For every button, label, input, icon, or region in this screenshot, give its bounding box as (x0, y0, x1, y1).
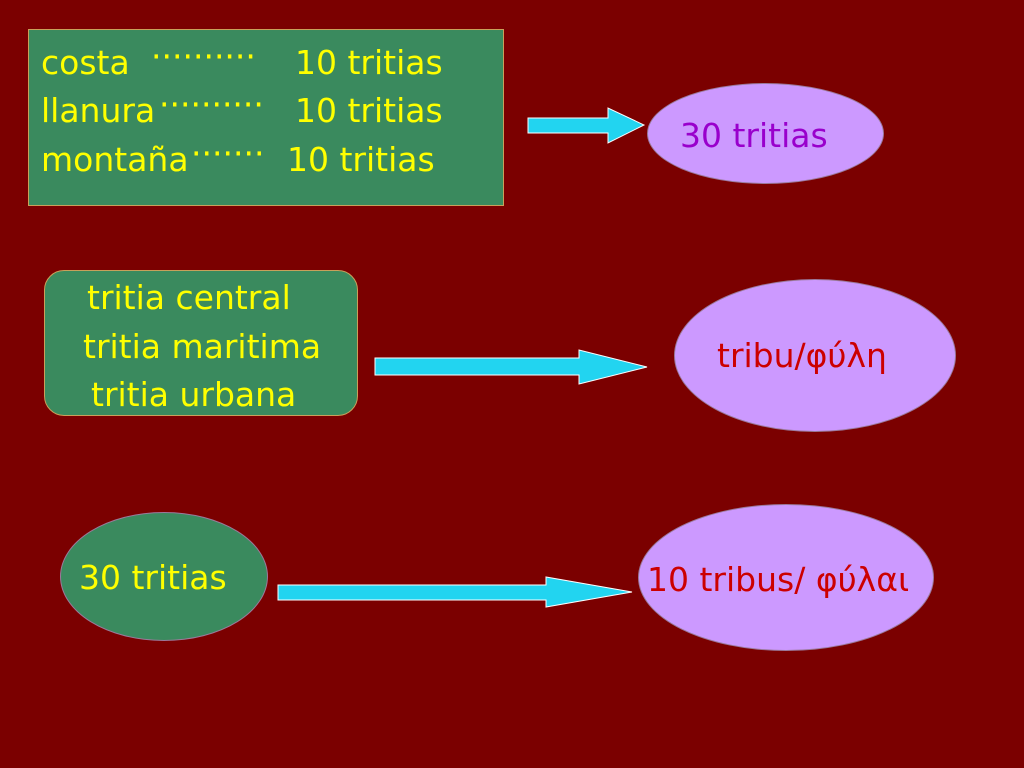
arrow-shape (527, 107, 646, 144)
ellipse-30-tritias: 30 tritias (647, 83, 884, 184)
arrow-regions-to-tritias (527, 107, 646, 144)
regions-box: costa ·········· 10 tritias llanura ····… (28, 29, 504, 206)
ellipse-10-tribus: 10 tribus/ φύλαι (638, 504, 934, 651)
region-name: costa (41, 43, 130, 82)
arrow-tritias-to-tribus (277, 576, 633, 608)
region-count: 10 tritias (287, 140, 435, 179)
arrow-shape (374, 349, 648, 385)
region-dots: ·········· (159, 85, 264, 124)
arrow-shape (277, 576, 633, 608)
ellipse-label: 30 tritias (79, 558, 227, 597)
ellipse-30-tritias-green: 30 tritias (60, 512, 268, 641)
region-dots: ·········· (151, 37, 256, 76)
tritia-type: tritia maritima (83, 327, 322, 366)
region-dots: ······· (191, 134, 265, 173)
region-count: 10 tritias (295, 43, 443, 82)
ellipse-label: 10 tribus/ φύλαι (647, 560, 910, 599)
ellipse-label: 30 tritias (680, 116, 828, 155)
tritia-type: tritia central (87, 278, 291, 317)
ellipse-label: tribu/φύλη (717, 336, 887, 375)
ellipse-tribu: tribu/φύλη (674, 279, 956, 432)
region-name: llanura (41, 91, 156, 130)
region-name: montaña (41, 140, 189, 179)
tritia-types-box: tritia central tritia maritima tritia ur… (44, 270, 358, 416)
region-count: 10 tritias (295, 91, 443, 130)
tritia-type: tritia urbana (91, 375, 297, 414)
arrow-tritias-to-tribu (374, 349, 648, 385)
